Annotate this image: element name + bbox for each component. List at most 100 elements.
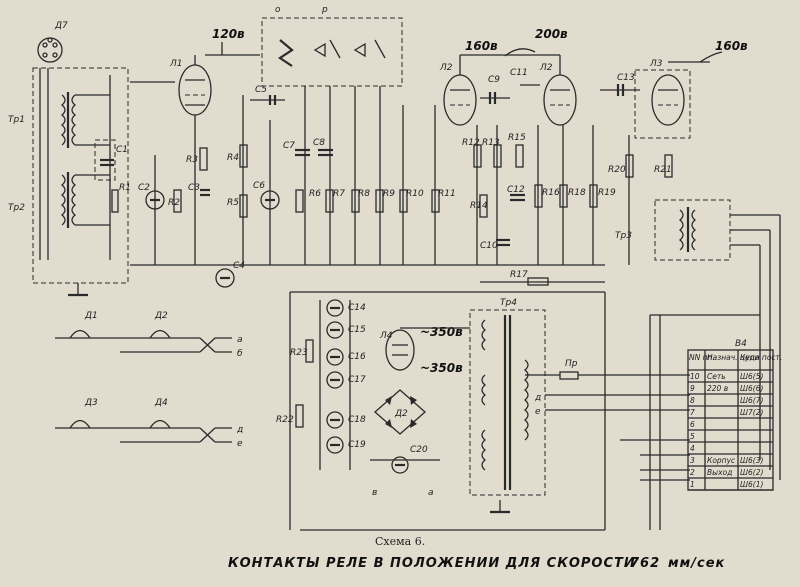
voltage-label-160-b: 160в	[715, 39, 748, 53]
tube-l3: Л3	[634, 59, 691, 139]
svg-text:C4: C4	[233, 261, 245, 271]
svg-text:C8: C8	[313, 138, 325, 148]
svg-text:Д2: Д2	[154, 311, 168, 321]
svg-text:C9: C9	[488, 75, 500, 85]
svg-text:~350в: ~350в	[420, 325, 463, 339]
table-cell-n: 2	[690, 468, 695, 477]
svg-text:NN пп.: NN пп.	[689, 353, 715, 362]
svg-text:C7: C7	[283, 141, 295, 151]
speed-unit: мм/сек	[668, 556, 726, 571]
svg-text:C12: C12	[507, 185, 525, 195]
svg-text:C17: C17	[348, 375, 366, 385]
svg-text:C3: C3	[188, 183, 200, 193]
svg-text:Л2: Л2	[439, 63, 453, 73]
voltage-label-160-a: 160в	[465, 39, 498, 53]
svg-text:C16: C16	[348, 352, 366, 362]
svg-text:C2: C2	[138, 183, 150, 193]
svg-text:R11: R11	[438, 189, 456, 199]
svg-text:R6: R6	[309, 189, 321, 199]
table-cell-dest: Ш6(1)	[740, 480, 763, 489]
transformer-1-label: Тр1	[8, 115, 25, 125]
svg-text:R8: R8	[358, 189, 370, 199]
relay-contacts-left: Д1 Д2 а б Д3 Д4 д е	[55, 311, 243, 449]
table-cell-purpose: Выход	[707, 468, 732, 477]
table-cell-n: 9	[690, 384, 695, 393]
svg-text:C15: C15	[348, 325, 366, 335]
svg-text:C13: C13	[617, 73, 635, 83]
voltage-label-200: 200в	[535, 27, 568, 41]
svg-text:C19: C19	[348, 440, 366, 450]
svg-text:б: б	[237, 349, 243, 359]
svg-text:о: о	[275, 5, 281, 15]
svg-text:C5: C5	[255, 85, 267, 95]
table-cell-dest: Ш6(6)	[740, 384, 763, 393]
svg-text:C18: C18	[348, 415, 366, 425]
svg-text:Л2: Л2	[539, 63, 553, 73]
svg-text:R13: R13	[482, 138, 500, 148]
table-cell-dest: Ш6(7)	[740, 396, 763, 405]
voltage-label-120: 120в	[212, 27, 245, 41]
svg-text:Л3: Л3	[649, 59, 663, 69]
svg-text:Д1: Д1	[84, 311, 98, 321]
table-cell-purpose: Сеть	[707, 372, 726, 381]
svg-text:R4: R4	[227, 153, 239, 163]
table-cell-n: 3	[690, 456, 695, 465]
svg-text:R23: R23	[290, 348, 308, 358]
transformer-2-label: Тр2	[8, 203, 25, 213]
table-cell-dest: Ш7(2)	[740, 408, 763, 417]
svg-text:R16: R16	[542, 188, 560, 198]
table-cell-purpose: 220 в	[707, 384, 728, 393]
svg-text:Пр: Пр	[565, 359, 578, 369]
svg-text:Тр3: Тр3	[615, 231, 632, 241]
table-cell-dest: Ш6(2)	[740, 468, 763, 477]
svg-text:д: д	[236, 425, 243, 435]
scheme-caption: Схема 6.	[375, 535, 425, 548]
capacitor-1-label: C1	[116, 145, 128, 155]
transformer-3: Тр3	[615, 199, 731, 261]
svg-text:р: р	[321, 5, 328, 15]
svg-text:R22: R22	[276, 415, 294, 425]
table-cell-n: 7	[690, 408, 695, 417]
svg-text:Куда пост.: Куда пост.	[740, 353, 782, 362]
svg-text:Д4: Д4	[154, 398, 168, 408]
svg-text:R21: R21	[654, 165, 672, 175]
svg-text:R9: R9	[383, 189, 395, 199]
svg-text:C14: C14	[348, 303, 366, 313]
svg-text:~350в: ~350в	[420, 361, 463, 375]
table-cell-dest: Ш6(5)	[740, 372, 763, 381]
table-cell-dest: Ш6(3)	[740, 456, 763, 465]
svg-text:R10: R10	[406, 189, 424, 199]
svg-text:R17: R17	[510, 270, 528, 280]
svg-text:Назнач. цепи: Назнач. цепи	[707, 353, 760, 362]
svg-text:В4: В4	[735, 339, 747, 349]
svg-text:е: е	[535, 407, 541, 417]
svg-text:C11: C11	[510, 68, 528, 78]
transformer-4: Тр4	[469, 298, 546, 496]
svg-text:Л4: Л4	[379, 331, 393, 341]
tube-l1-label: Л1	[169, 59, 183, 69]
table-cell-n: 10	[690, 372, 700, 381]
table-cell-n: 8	[690, 396, 695, 405]
table-cell-purpose: Корпус	[707, 456, 736, 465]
svg-text:е: е	[237, 439, 243, 449]
svg-text:C10: C10	[480, 241, 498, 251]
table-cell-n: 4	[690, 444, 695, 453]
fuse: Пр д е	[525, 359, 690, 417]
svg-text:а: а	[237, 335, 243, 345]
tube-l1: Л1	[169, 55, 212, 116]
power-supply-block: C14 C15 C16 C17 C18 C19 R23 R22 Л4 ~350в…	[276, 291, 606, 531]
svg-text:R12: R12	[462, 138, 480, 148]
svg-text:в: в	[372, 488, 377, 498]
svg-text:Д2: Д2	[394, 409, 408, 419]
table-cell-n: 5	[690, 432, 695, 441]
svg-text:C20: C20	[410, 445, 428, 455]
resistor-1-label: R1	[119, 183, 131, 193]
svg-text:R15: R15	[508, 133, 526, 143]
lamp-socket: Д7	[37, 21, 68, 63]
svg-text:д: д	[534, 393, 541, 403]
speed-value: 762	[630, 556, 660, 571]
svg-text:R7: R7	[333, 189, 345, 199]
